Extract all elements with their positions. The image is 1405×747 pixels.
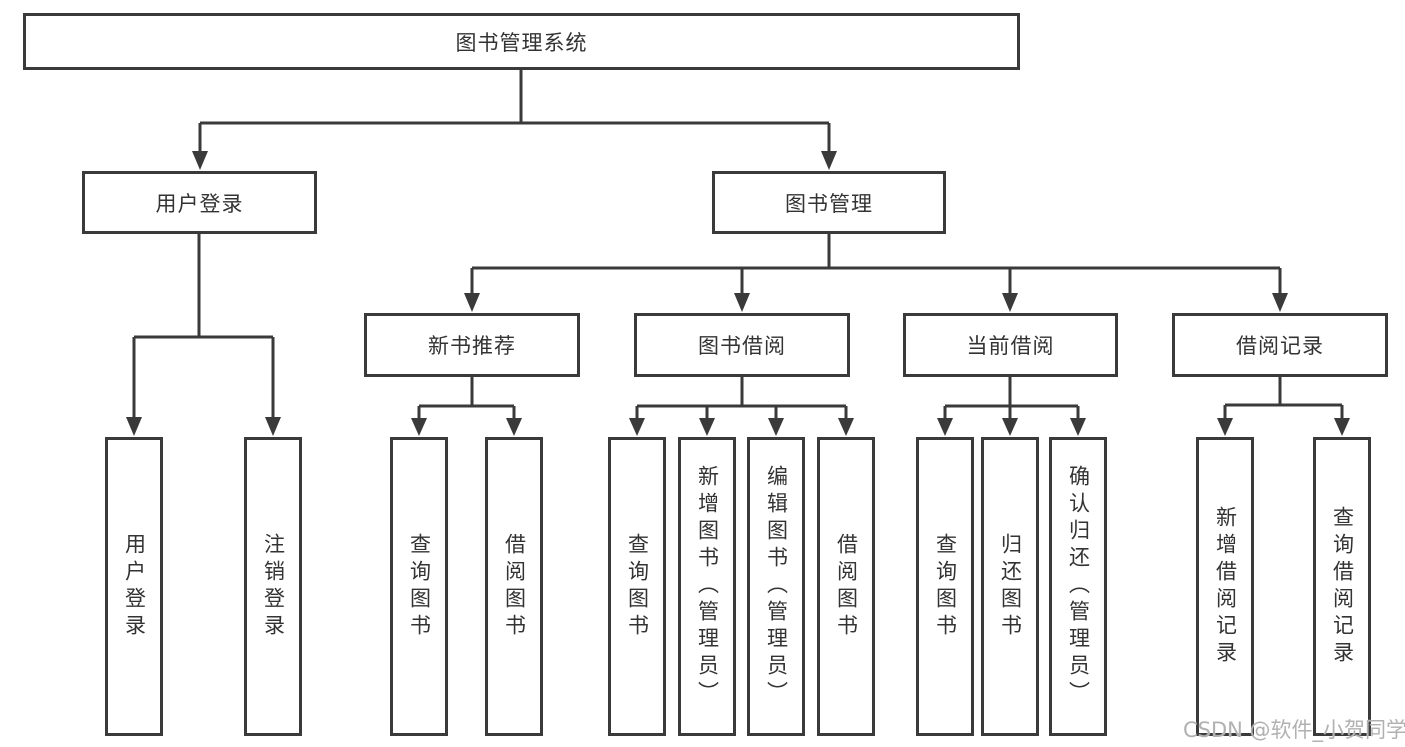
node-new-book-recommendation: 新书推荐 <box>364 313 580 377</box>
connector-new-book-rec-children <box>411 377 522 436</box>
leaf-add-borrow-record: 新增借阅记录 <box>1196 437 1254 736</box>
node-book-management: 图书管理 <box>712 171 946 234</box>
leaf-borrow-books-recommendation: 借阅图书 <box>485 437 543 736</box>
node-borrowing-records: 借阅记录 <box>1172 313 1388 377</box>
leaf-borrow-books: 借阅图书 <box>817 437 875 736</box>
leaf-logout: 注销登录 <box>244 437 302 736</box>
node-book-borrowing: 图书借阅 <box>634 313 850 377</box>
node-current-borrowing: 当前借阅 <box>903 313 1118 377</box>
leaf-user-login: 用户登录 <box>105 437 163 736</box>
leaf-return-books: 归还图书 <box>981 437 1039 736</box>
connector-book-borrow-children <box>629 377 854 436</box>
node-user-login: 用户登录 <box>82 171 317 234</box>
leaf-edit-books-admin: 编辑图书（管理员） <box>747 437 805 736</box>
leaf-query-books-current: 查询图书 <box>916 437 974 736</box>
node-root-library-management-system: 图书管理系统 <box>23 13 1020 70</box>
connector-user-login-children <box>126 234 281 436</box>
connector-root-to-level1 <box>192 70 837 170</box>
leaf-confirm-return-admin: 确认归还（管理员） <box>1049 437 1107 736</box>
connector-current-borrow-children <box>937 377 1086 436</box>
connector-book-management-children <box>464 234 1288 312</box>
csdn-watermark: CSDN @软件_小贺同学 <box>1183 718 1405 742</box>
leaf-add-books-admin: 新增图书（管理员） <box>678 437 736 736</box>
connector-borrow-records-children <box>1217 377 1350 436</box>
leaf-query-books-recommendation: 查询图书 <box>390 437 448 736</box>
leaf-query-books-borrowing: 查询图书 <box>608 437 666 736</box>
leaf-query-borrow-record: 查询借阅记录 <box>1313 437 1371 736</box>
